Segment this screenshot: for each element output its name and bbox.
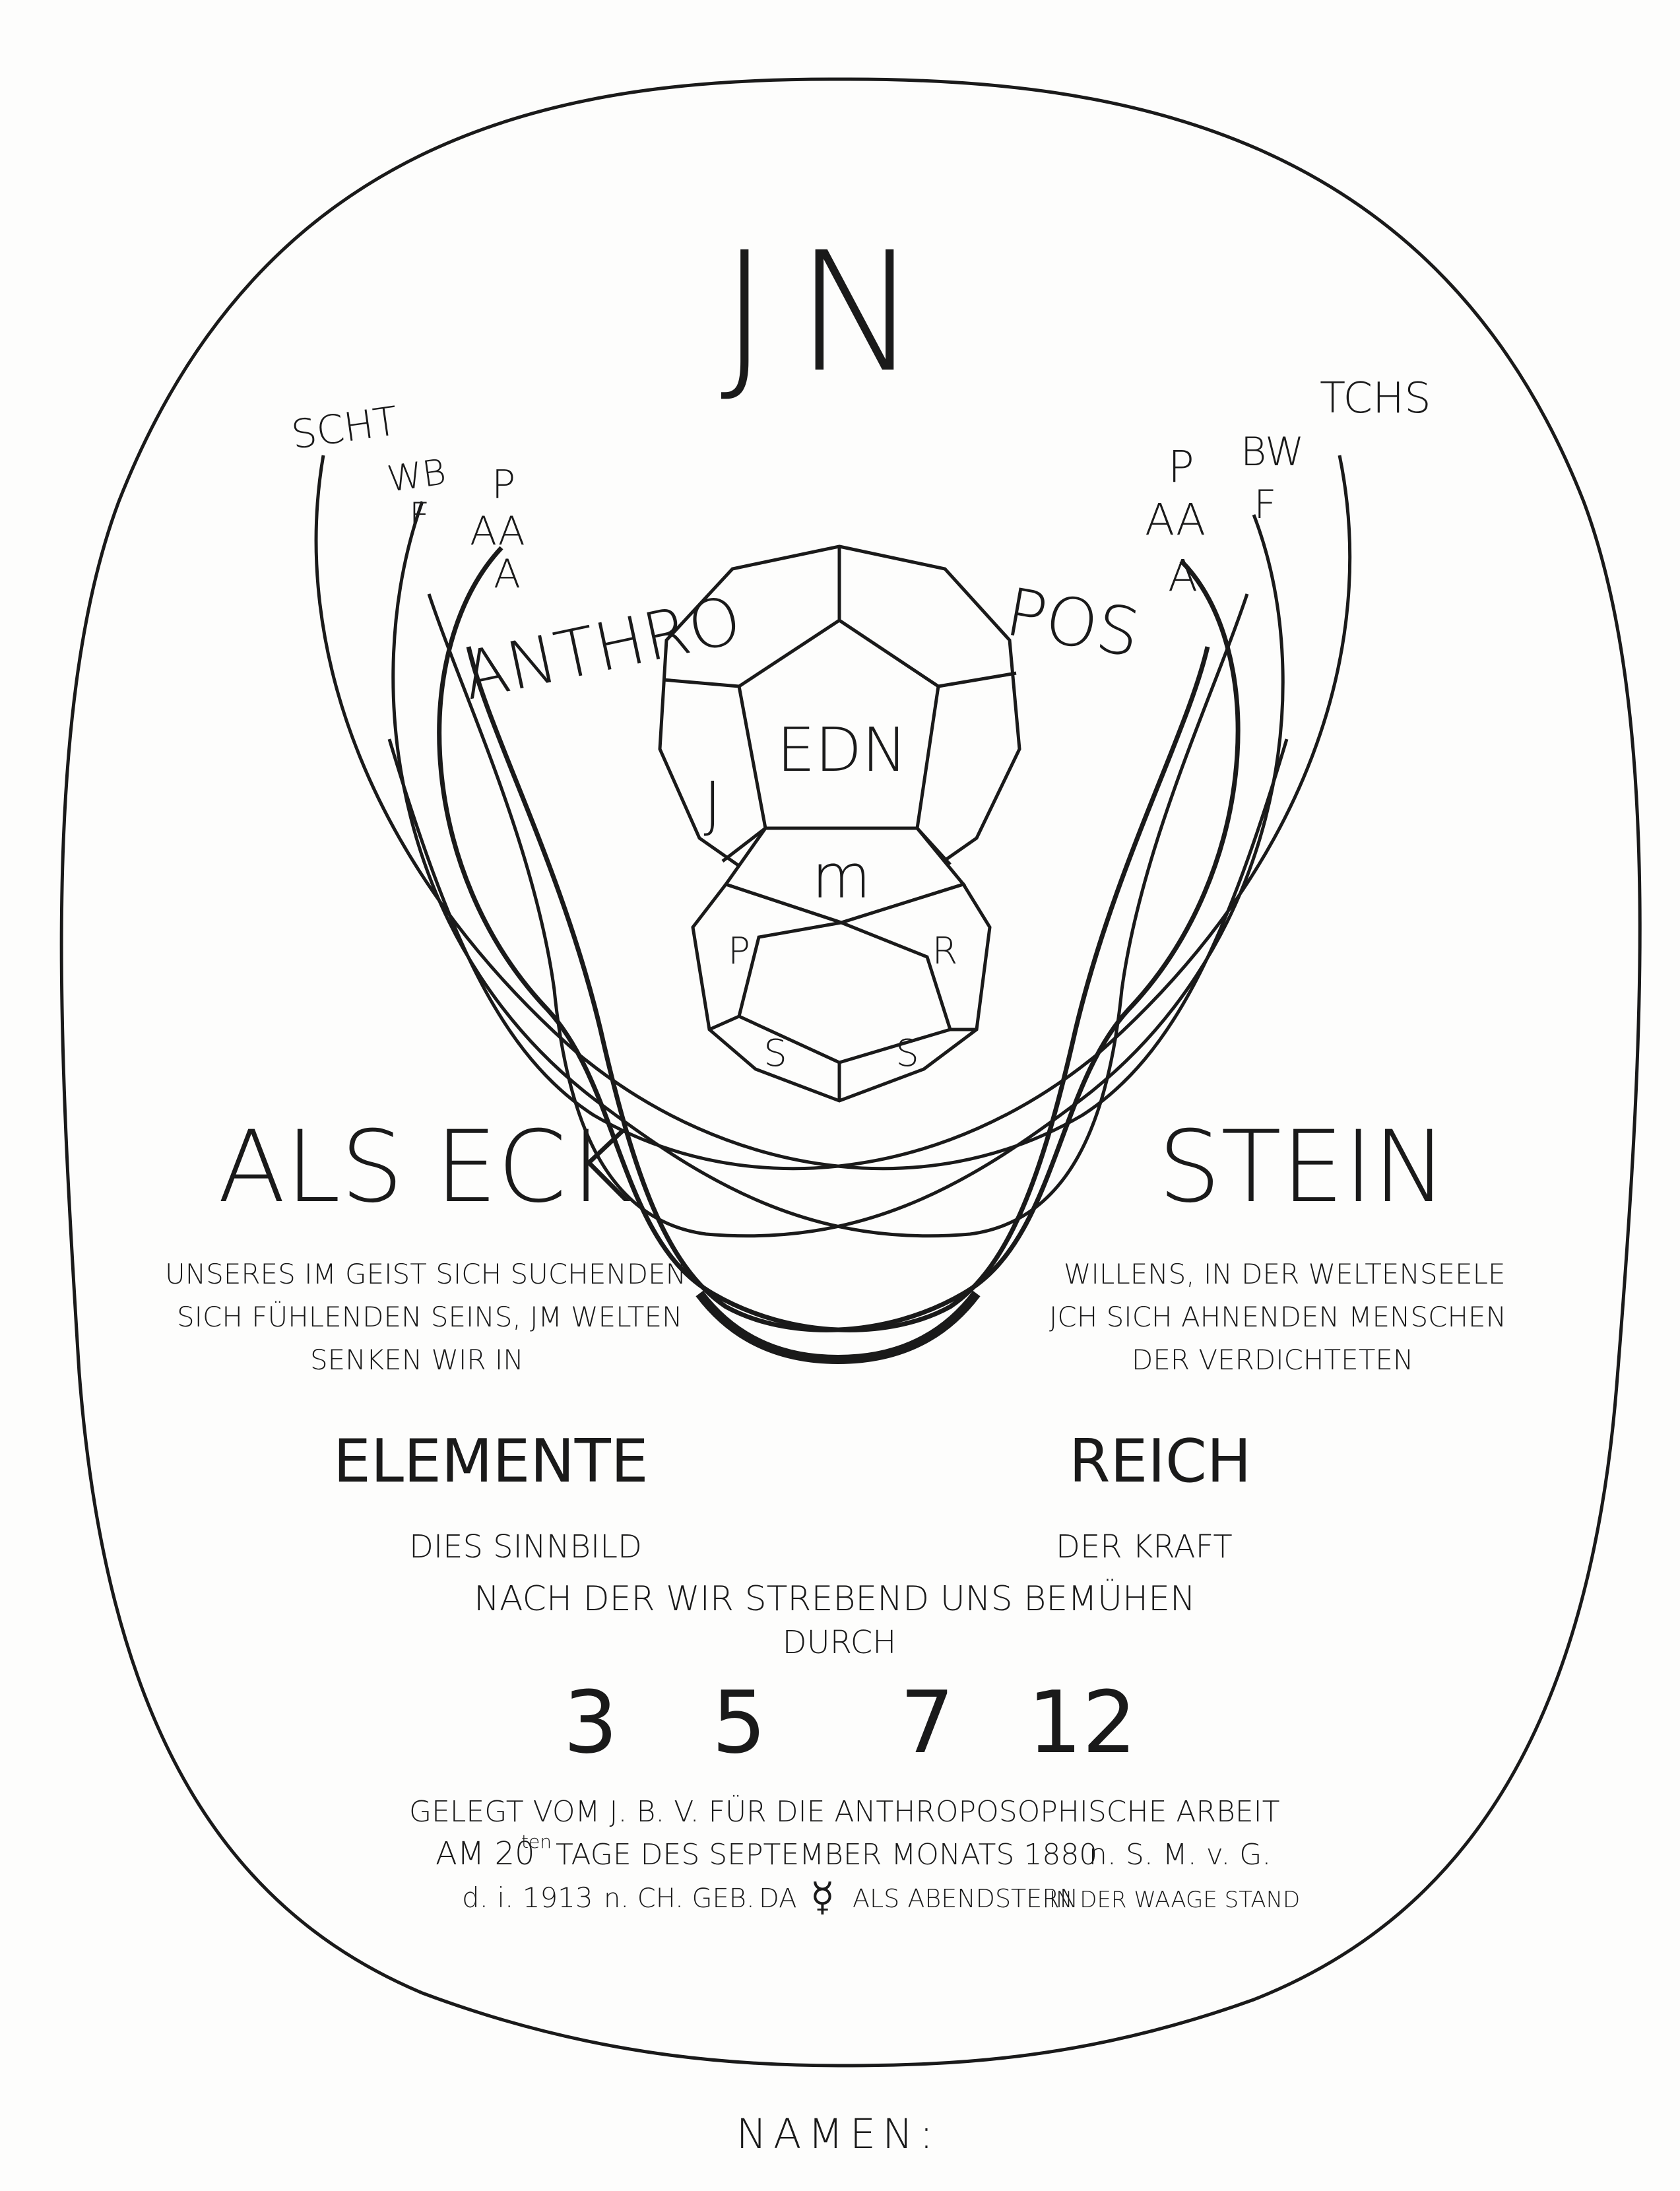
label-aa-left: AA <box>470 508 525 554</box>
word-reich: REICH <box>1069 1427 1251 1496</box>
upper-stone <box>658 544 1021 886</box>
label-f-right: F <box>1254 482 1277 528</box>
dedication-line-3c: DA <box>759 1883 796 1914</box>
dedication-line-3b: n. CH. GEB. <box>604 1883 755 1914</box>
text-nach-der: NACH DER WIR STREBEND UNS BEMÜHEN <box>474 1579 1196 1619</box>
stone-label-s-right: S <box>895 1032 919 1075</box>
stone-label-m: m <box>812 841 871 912</box>
left-text-line-2: SICH FÜHLENDEN SEINS, JM WELTEN <box>177 1301 682 1333</box>
label-a-left: A <box>494 551 521 597</box>
number-3: 3 <box>564 1672 618 1773</box>
left-text-line-3: SENKEN WIR IN <box>310 1344 524 1376</box>
stone-label-r: R <box>932 930 958 973</box>
stone-label-j: J <box>703 769 721 839</box>
right-text-line-3: DER VERDICHTETEN <box>1132 1344 1413 1376</box>
label-f-left: F <box>409 495 430 537</box>
dedication-line-2c: n. S. M. v. G. <box>1089 1838 1271 1872</box>
right-curve-inner <box>466 559 1241 1332</box>
text-dies-sinnbild: DIES SINNBILD <box>409 1528 642 1565</box>
mercury-icon: ☿ <box>810 1874 835 1920</box>
label-p-right: P <box>1168 441 1194 492</box>
label-tchs: TCHS <box>1320 374 1431 423</box>
label-pos: POS <box>1000 573 1146 672</box>
label-namen: NAMEN: <box>736 2110 940 2158</box>
label-p-left: P <box>492 462 515 508</box>
text-durch: DURCH <box>783 1624 897 1661</box>
text-der-kraft: DER KRAFT <box>1056 1528 1233 1565</box>
word-elemente: ELEMENTE <box>333 1427 649 1496</box>
stone-label-s-left: S <box>763 1032 787 1075</box>
dedication-line-1: GELEGT VOM J. B. V. FÜR DIE ANTHROPOSOPH… <box>409 1794 1280 1829</box>
right-curve-outer <box>387 455 1352 1171</box>
right-curve-middle <box>427 514 1285 1238</box>
label-a-right: A <box>1168 550 1198 601</box>
label-scht: SCHT <box>288 398 401 459</box>
dedication-line-2-sup: ten <box>521 1831 552 1852</box>
number-12: 12 <box>1027 1672 1136 1773</box>
label-aa-right: AA <box>1145 494 1206 545</box>
dedication-line-3a: d. i. 1913 <box>462 1881 593 1914</box>
label-wb-left: WB <box>385 451 449 500</box>
dedication-line-2b: TAGE DES SEPTEMBER MONATS 1880 <box>556 1838 1097 1872</box>
bottom-bowl <box>695 1290 981 1365</box>
dedication-line-2a: AM 20 <box>436 1835 535 1872</box>
headline-als-eck: ALS ECK <box>218 1110 631 1225</box>
left-curve-middle <box>391 501 1249 1238</box>
left-curve-inner <box>437 546 1210 1332</box>
dedication-line-3d: ALS ABENDSTERN <box>853 1884 1078 1913</box>
headline-stein: STEIN <box>1158 1110 1447 1225</box>
right-text-line-2: JCH SICH AHNENDEN MENSCHEN <box>1049 1301 1506 1333</box>
number-7: 7 <box>900 1672 955 1773</box>
left-text-line-1: UNSERES IM GEIST SICH SUCHENDEN <box>165 1258 686 1290</box>
stone-label-edn: EDN <box>777 715 907 785</box>
title-jn: JN <box>721 216 946 409</box>
dedication-line-3e: IN DER WAAGE STAND <box>1049 1887 1300 1913</box>
right-text-line-1: WILLENS, IN DER WELTENSEELE <box>1064 1258 1506 1290</box>
number-5: 5 <box>712 1672 767 1773</box>
lower-stone <box>691 826 992 1103</box>
label-bw-right: BW <box>1241 429 1304 475</box>
stone-label-p: P <box>728 930 750 973</box>
left-curve-outer <box>314 455 1289 1171</box>
egg-outline <box>59 77 1642 2068</box>
